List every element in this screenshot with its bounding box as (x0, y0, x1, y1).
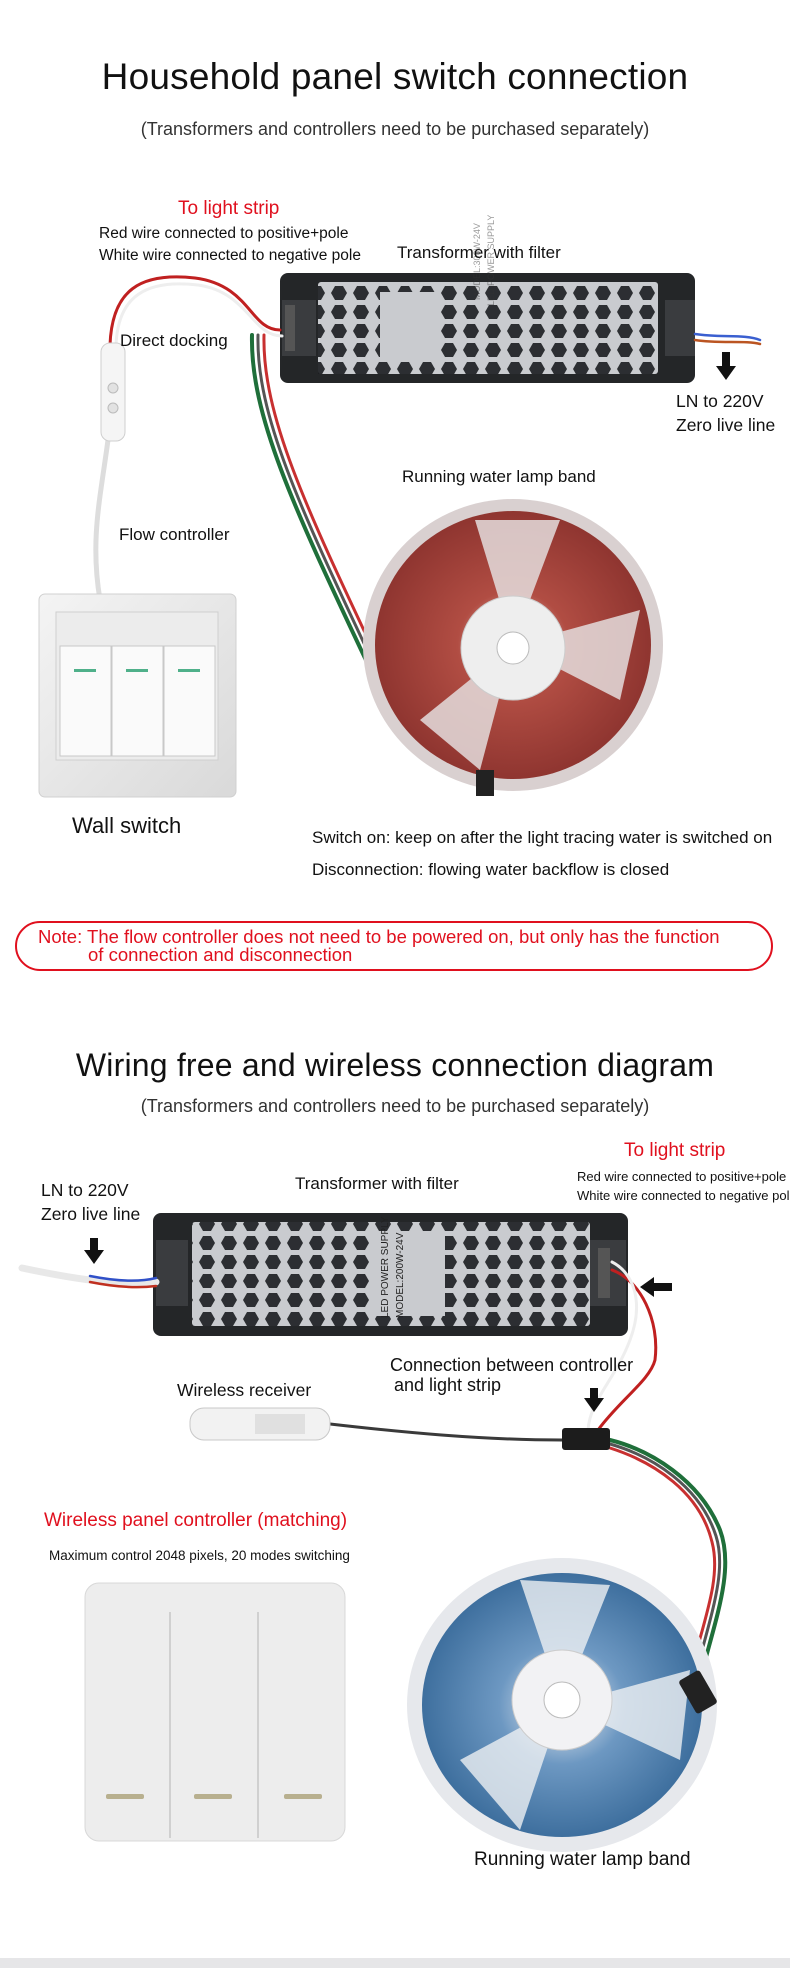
section1-title: Household panel switch connection (101, 56, 689, 97)
arrow-down-icon (84, 1238, 104, 1264)
section1-subtitle: (Transformers and controllers need to be… (140, 119, 650, 139)
wireless-receiver-image (189, 1407, 331, 1441)
bottom-divider (0, 1958, 790, 1968)
blue-strip-reel-image (407, 1558, 717, 1852)
disconnection-description: Disconnection: flowing water backflow is… (312, 860, 670, 879)
flow-controller-image (100, 342, 126, 442)
section2-ln-label-line1: LN to 220V (41, 1180, 129, 1200)
section1-transformer-label: Transformer with filter (397, 243, 561, 262)
direct-docking-label: Direct docking (120, 331, 228, 350)
max-control-label: Maximum control 2048 pixels, 20 modes sw… (49, 1548, 350, 1563)
connector-image (562, 1428, 610, 1450)
section1-white-wire-label: White wire connected to negative pole (99, 247, 361, 264)
flow-controller-label: Flow controller (119, 525, 230, 544)
wall-switch-image (38, 593, 237, 798)
wireless-panel-image (84, 1582, 346, 1842)
section2-red-wire-label: Red wire connected to positive+pole (577, 1169, 787, 1184)
transformer-2-image (153, 1213, 628, 1336)
transformer-1-image (280, 273, 695, 383)
section1-red-wire-label: Red wire connected to positive+pole (99, 225, 349, 242)
section1-wires (93, 275, 762, 692)
note-text: Note: The flow controller does not need … (38, 926, 768, 965)
wall-switch-label: Wall switch (72, 813, 182, 838)
ps2-brand-print: LED POWER SUPPLY (380, 1216, 391, 1318)
section2-transformer-label: Transformer with filter (295, 1174, 459, 1193)
section1-to-light-strip: To light strip (178, 198, 280, 219)
arrow-down-icon (584, 1388, 604, 1412)
arrow-up-icon (716, 352, 736, 380)
note-box (15, 921, 773, 971)
red-strip-reel-image (363, 499, 663, 796)
section2-running-band-label: Running water lamp band (474, 1849, 691, 1870)
ps2-model-print: MODEL:200W-24V (395, 1232, 406, 1318)
connection-label-line2: and light strip (394, 1375, 502, 1395)
section1-ln-label-line1: LN to 220V (676, 391, 764, 411)
section1-ln-label-line2: Zero live line (676, 415, 776, 435)
switch-on-description: Switch on: keep on after the light traci… (312, 828, 773, 847)
section2-ln-label-line2: Zero live line (41, 1204, 141, 1224)
section2-to-light-strip: To light strip (624, 1140, 726, 1161)
section2-wires (18, 1260, 728, 1686)
section1-running-band-label: Running water lamp band (402, 467, 596, 486)
section2-white-wire-label: White wire connected to negative pole (577, 1188, 790, 1203)
section2-title: Wiring free and wireless connection diag… (75, 1047, 715, 1083)
note-line-1: Note: The flow controller does not need … (38, 926, 720, 947)
section2-subtitle: (Transformers and controllers need to be… (140, 1096, 650, 1116)
note-line-2: of connection and disconnection (88, 944, 353, 965)
wireless-receiver-label: Wireless receiver (177, 1380, 312, 1400)
connection-label-line1: Connection between controller (390, 1355, 634, 1375)
arrow-left-icon (640, 1277, 672, 1297)
panel-controller-label: Wireless panel controller (matching) (44, 1510, 348, 1531)
